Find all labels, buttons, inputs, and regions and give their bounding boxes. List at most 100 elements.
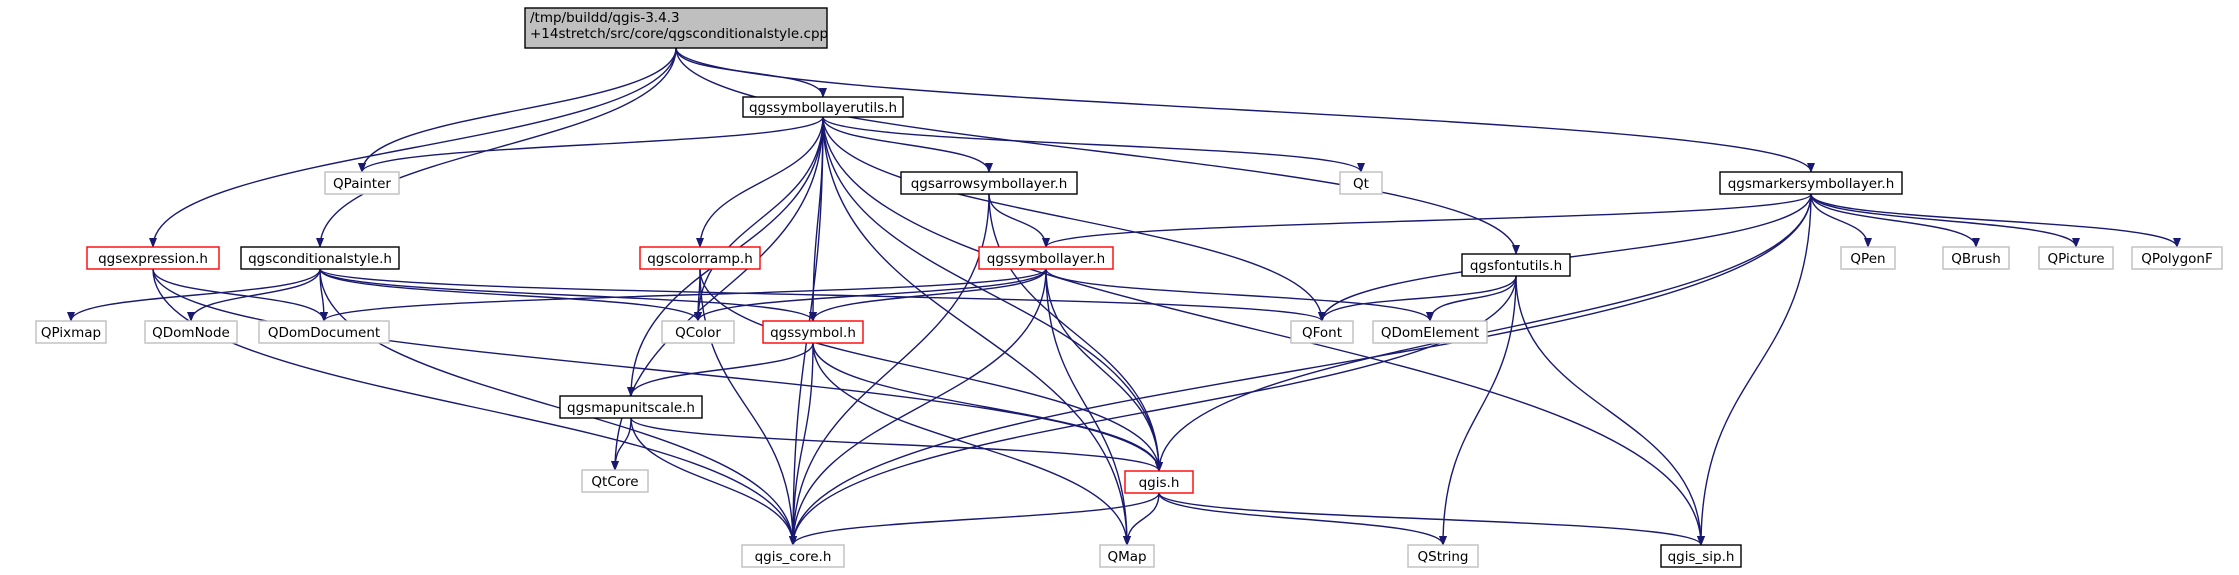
node-painter: QPainter (324, 171, 400, 195)
node-colorramp[interactable]: qgscolorramp.h (639, 246, 761, 270)
node-label-polygonf: QPolygonF (2141, 251, 2212, 267)
node-box-qgis_core (741, 544, 845, 568)
edge-conditionalstyle-to-domnode (187, 268, 321, 322)
node-label-domelement: QDomElement (1381, 325, 1479, 341)
edge-layer (67, 47, 2181, 546)
node-qtcore: QtCore (581, 469, 649, 493)
node-box-fontutils (1461, 253, 1571, 277)
node-box-string (1407, 544, 1479, 568)
edge-src-to-conditionalstyle (316, 47, 677, 248)
node-string: QString (1407, 544, 1479, 568)
node-box-arrowsymbollayer (900, 171, 1078, 195)
node-label-mapunitscale: qgsmapunitscale.h (567, 400, 695, 416)
node-box-brush (1942, 246, 2010, 270)
node-label-color: QColor (675, 325, 721, 341)
node-box-domdocument (258, 320, 390, 344)
edge-symbollayerutils-to-map (822, 116, 1131, 546)
node-box-color (661, 320, 735, 344)
node-mapunitscale[interactable]: qgsmapunitscale.h (559, 395, 703, 419)
node-layer: /tmp/buildd/qgis-3.4.3+14stretch/src/cor… (35, 7, 2223, 568)
node-label-domnode: QDomNode (152, 325, 230, 341)
node-box-pen (1840, 246, 1896, 270)
edge-arrowsymbollayer-to-qgis_core (789, 193, 990, 546)
edge-expression-to-domdocument (152, 268, 328, 322)
node-box-pixmap (35, 320, 107, 344)
node-conditionalstyle[interactable]: qgsconditionalstyle.h (240, 246, 400, 270)
node-label-arrowsymbollayer: qgsarrowsymbollayer.h (911, 176, 1068, 192)
node-label-qt: Qt (1353, 176, 1369, 192)
node-pen: QPen (1840, 246, 1896, 270)
edge-symbol-to-mapunitscale (627, 342, 814, 397)
node-box-symbollayerutils (742, 96, 904, 118)
node-arrowsymbollayer[interactable]: qgsarrowsymbollayer.h (900, 171, 1078, 195)
edge-markersymbollayer-to-picture (1810, 193, 2080, 248)
node-box-domelement (1372, 320, 1488, 344)
node-label-pixmap: QPixmap (41, 325, 101, 341)
node-label-picture: QPicture (2047, 251, 2104, 267)
node-markersymbollayer[interactable]: qgsmarkersymbollayer.h (1719, 171, 1903, 195)
edge-markersymbollayer-to-pen (1810, 193, 1872, 248)
node-domelement: QDomElement (1372, 320, 1488, 344)
edge-markersymbollayer-to-symbollayer (1042, 193, 1812, 248)
node-label-string: QString (1418, 549, 1469, 565)
node-box-map (1099, 544, 1155, 568)
edge-symbol-to-qgis_core (789, 342, 814, 546)
node-qt: Qt (1339, 171, 1383, 195)
node-src[interactable]: /tmp/buildd/qgis-3.4.3+14stretch/src/cor… (524, 7, 828, 49)
node-domdocument: QDomDocument (258, 320, 390, 344)
node-domnode: QDomNode (144, 320, 238, 344)
node-box-painter (324, 171, 400, 195)
node-symbollayer[interactable]: qgssymbollayer.h (978, 246, 1114, 270)
node-expression[interactable]: qgsexpression.h (86, 246, 220, 270)
edge-symbollayerutils-to-color (694, 116, 824, 322)
node-label-pen: QPen (1850, 251, 1885, 267)
edge-qgis-to-qgis_core (789, 492, 1160, 546)
node-polygonf: QPolygonF (2131, 246, 2223, 270)
edge-arrowsymbollayer-to-qgis (988, 193, 1163, 472)
node-qgis_sip[interactable]: qgis_sip.h (1660, 544, 1742, 568)
edge-src-to-fontutils (675, 47, 1520, 255)
edge-qgis-to-map (1123, 492, 1160, 546)
node-pixmap: QPixmap (35, 320, 107, 344)
edge-src-to-markersymbollayer (675, 47, 1815, 173)
node-qgis[interactable]: qgis.h (1124, 470, 1194, 494)
edge-mapunitscale-to-qgis (630, 417, 1163, 472)
edge-markersymbollayer-to-polygonf (1810, 193, 2181, 248)
node-symbollayerutils[interactable]: qgssymbollayerutils.h (742, 96, 904, 118)
node-label-src-line-0: /tmp/buildd/qgis-3.4.3 (530, 10, 680, 26)
node-label-markersymbollayer: qgsmarkersymbollayer.h (1728, 176, 1895, 192)
edge-symbollayerutils-to-arrowsymbollayer (822, 116, 993, 173)
node-map: QMap (1099, 544, 1155, 568)
node-label-conditionalstyle: qgsconditionalstyle.h (248, 251, 392, 267)
node-qgis_core: qgis_core.h (741, 544, 845, 568)
edge-symbollayerutils-to-font (822, 116, 1326, 322)
edge-symbollayer-to-color (694, 268, 1047, 322)
edge-qgis-to-string (1158, 492, 1447, 546)
node-box-colorramp (639, 246, 761, 270)
edge-fontutils-to-qgis_core (789, 275, 1517, 546)
edge-symbollayer-to-symbol (809, 268, 1047, 322)
node-box-markersymbollayer (1719, 171, 1903, 195)
node-box-symbollayer (978, 246, 1114, 270)
node-box-qgis (1124, 470, 1194, 494)
node-font: QFont (1290, 320, 1354, 344)
node-label-qgis: qgis.h (1139, 475, 1180, 491)
node-box-qtcore (581, 469, 649, 493)
edge-mapunitscale-to-qgis_core (630, 417, 797, 546)
edge-conditionalstyle-to-font (319, 268, 1326, 322)
edge-markersymbollayer-to-qgis_sip (1697, 193, 1812, 546)
edge-colorramp-to-qgis_core (699, 268, 797, 546)
edge-fontutils-to-qgis_sip (1515, 275, 1705, 546)
node-label-symbollayerutils: qgssymbollayerutils.h (749, 100, 897, 116)
node-box-symbol (762, 320, 864, 344)
edge-symbollayer-to-domelement (1045, 268, 1434, 322)
node-label-symbollayer: qgssymbollayer.h (987, 251, 1105, 267)
edge-conditionalstyle-to-color (319, 268, 702, 322)
node-box-picture (2038, 246, 2114, 270)
node-box-conditionalstyle (240, 246, 400, 270)
node-symbol[interactable]: qgssymbol.h (762, 320, 864, 344)
node-fontutils[interactable]: qgsfontutils.h (1461, 253, 1571, 277)
edge-symbollayerutils-to-qgis_sip (822, 116, 1705, 546)
edge-qgis-to-qgis_sip (1158, 492, 1705, 546)
